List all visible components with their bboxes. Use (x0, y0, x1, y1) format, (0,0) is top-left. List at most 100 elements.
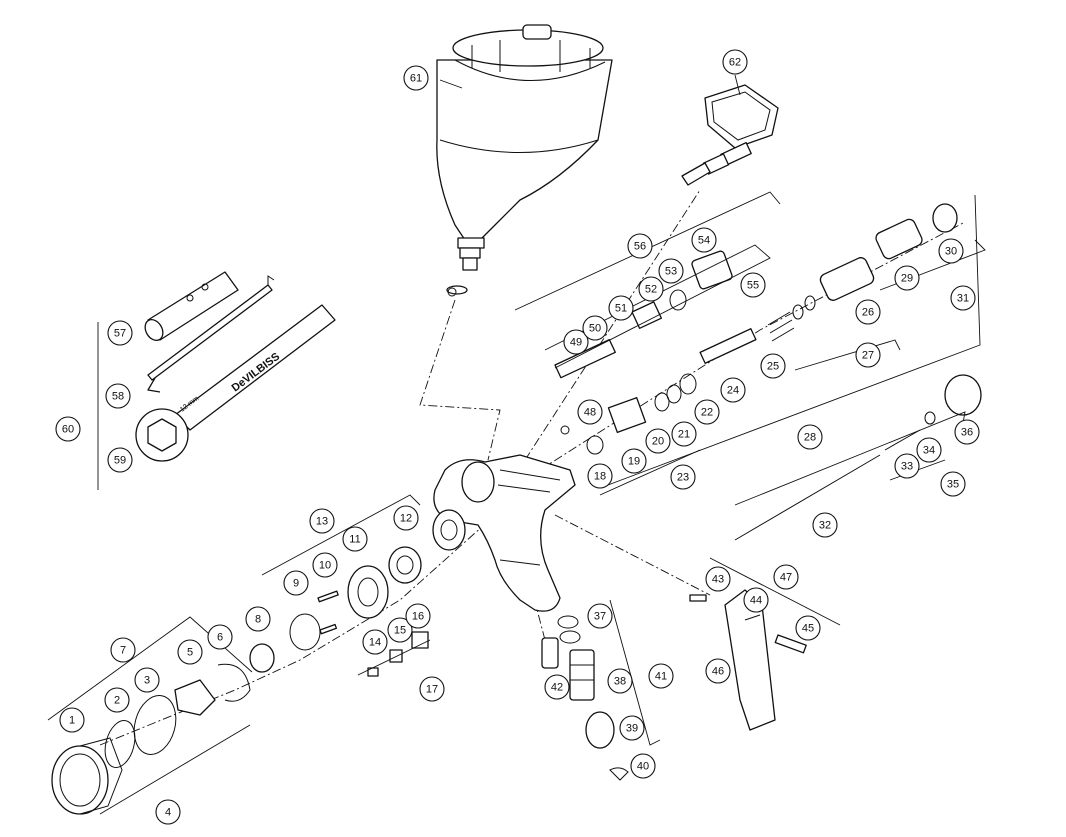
callout-circle (954, 419, 980, 445)
callout-36: 36 (954, 419, 980, 445)
callout-number: 31 (957, 293, 969, 305)
callout-number: 17 (426, 684, 438, 696)
callout-circle (563, 329, 589, 355)
callout-circle (309, 508, 335, 534)
callout-circle (671, 421, 697, 447)
callout-24: 24 (720, 377, 746, 403)
callout-number: 28 (804, 432, 816, 444)
callout-32: 32 (812, 512, 838, 538)
callout-circle (619, 715, 645, 741)
callout-number: 35 (947, 479, 959, 491)
callout-circle (607, 668, 633, 694)
callout-number: 59 (114, 455, 126, 467)
callout-43: 43 (705, 566, 731, 592)
callout-number: 23 (677, 472, 689, 484)
callout-circle (740, 272, 766, 298)
callout-16: 16 (405, 603, 431, 629)
callout-circle (722, 49, 748, 75)
callout-58: 58 (105, 383, 131, 409)
callout-number: 34 (923, 445, 935, 457)
callout-circle (705, 566, 731, 592)
callout-52: 52 (638, 276, 664, 302)
callout-number: 18 (594, 471, 606, 483)
callout-number: 47 (780, 572, 792, 584)
callout-circle (110, 637, 136, 663)
callout-57: 57 (107, 320, 133, 346)
callout-3: 3 (134, 667, 160, 693)
callout-number: 12 (400, 513, 412, 525)
callout-number: 1 (69, 715, 75, 727)
callout-number: 42 (551, 682, 563, 694)
callout-number: 40 (637, 761, 649, 773)
callout-circle (938, 238, 964, 264)
paint-cup (436, 24, 613, 295)
callout-44: 44 (743, 587, 769, 613)
callout-2: 2 (104, 687, 130, 713)
callout-number: 9 (293, 578, 299, 590)
callout-circle (627, 233, 653, 259)
callout-number: 56 (634, 241, 646, 253)
callout-number: 27 (862, 350, 874, 362)
callout-number: 51 (615, 303, 627, 315)
callout-6: 6 (207, 624, 233, 650)
callout-number: 21 (678, 429, 690, 441)
callout-34: 34 (916, 437, 942, 463)
callout-circle (362, 629, 388, 655)
callout-8: 8 (245, 606, 271, 632)
callout-number: 46 (712, 666, 724, 678)
callout-circle (177, 639, 203, 665)
callout-number: 44 (750, 595, 762, 607)
callout-18: 18 (587, 463, 613, 489)
callout-12: 12 (393, 505, 419, 531)
callout-circle (720, 377, 746, 403)
callout-circle (587, 463, 613, 489)
callout-28: 28 (797, 424, 823, 450)
callout-circle (283, 570, 309, 596)
callout-number: 41 (655, 671, 667, 683)
callout-number: 49 (570, 337, 582, 349)
callout-number: 25 (767, 361, 779, 373)
callout-circle (773, 564, 799, 590)
callout-27: 27 (855, 342, 881, 368)
callout-26: 26 (855, 299, 881, 325)
callout-circle (342, 526, 368, 552)
callout-38: 38 (607, 668, 633, 694)
group-brackets (47, 74, 986, 815)
part-callouts: 1234567891011121314151617181920212223242… (55, 49, 980, 825)
callout-circle (621, 448, 647, 474)
callout-number: 24 (727, 385, 739, 397)
callout-number: 8 (255, 614, 261, 626)
parts: DeVILBISS 12 mm (51, 24, 982, 815)
callout-circle (312, 552, 338, 578)
callout-number: 5 (187, 647, 193, 659)
callout-circle (694, 399, 720, 425)
callout-number: 52 (645, 284, 657, 296)
callout-11: 11 (342, 526, 368, 552)
callout-number: 55 (747, 280, 759, 292)
callout-number: 14 (369, 637, 381, 649)
callout-41: 41 (648, 663, 674, 689)
callout-number: 33 (901, 461, 913, 473)
callout-circle (419, 676, 445, 702)
callout-circle (630, 753, 656, 779)
callout-29: 29 (894, 265, 920, 291)
callout-number: 3 (144, 675, 150, 687)
callout-62: 62 (722, 49, 748, 75)
callout-14: 14 (362, 629, 388, 655)
callout-61: 61 (403, 65, 429, 91)
callout-number: 29 (901, 273, 913, 285)
callout-42: 42 (544, 674, 570, 700)
callout-number: 58 (112, 391, 124, 403)
callout-number: 57 (114, 328, 126, 340)
callout-number: 45 (802, 623, 814, 635)
callout-number: 7 (120, 645, 126, 657)
callout-number: 37 (594, 611, 606, 623)
callout-circle (812, 512, 838, 538)
callout-number: 26 (862, 307, 874, 319)
callout-circle (950, 285, 976, 311)
callout-21: 21 (671, 421, 697, 447)
callout-59: 59 (107, 447, 133, 473)
callout-number: 43 (712, 574, 724, 586)
callout-circle (245, 606, 271, 632)
